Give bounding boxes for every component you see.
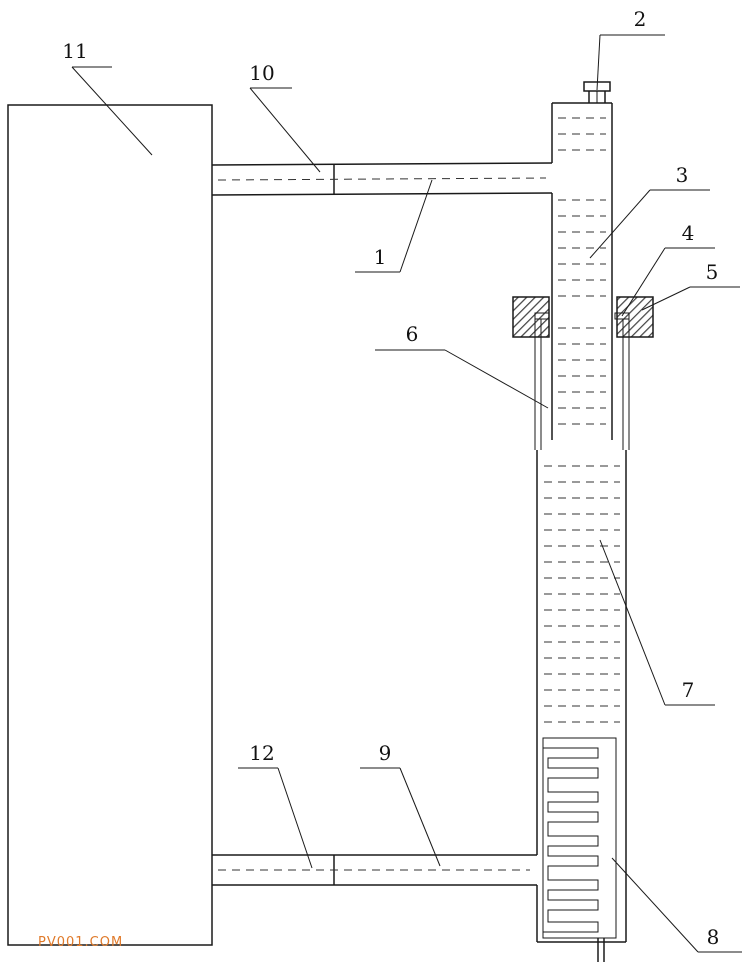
column-7 <box>536 450 627 943</box>
heater-8 <box>542 737 617 962</box>
label-9: 9 <box>379 741 392 765</box>
label-1: 1 <box>374 245 387 269</box>
vertical-tube-3 <box>551 102 613 440</box>
tube-fill-dashes <box>558 117 606 425</box>
label-6: 6 <box>406 322 419 346</box>
label-11: 11 <box>62 39 87 63</box>
column-fill-dashes <box>544 465 620 723</box>
label-12: 12 <box>249 741 274 765</box>
label-5: 5 <box>706 260 719 284</box>
label-10: 10 <box>249 61 274 85</box>
vessel-11 <box>7 104 213 946</box>
lower-pipe <box>212 854 537 886</box>
sleeve-6 <box>534 312 630 450</box>
clamp-block-left <box>512 296 550 338</box>
label-8: 8 <box>707 925 720 949</box>
upper-pipe <box>211 162 553 196</box>
clamp-block-right <box>616 296 654 338</box>
leader-lines <box>71 34 742 953</box>
label-2: 2 <box>634 7 647 31</box>
watermark: PV001.COM <box>38 935 123 950</box>
label-3: 3 <box>676 163 689 187</box>
label-4: 4 <box>682 221 695 245</box>
label-7: 7 <box>682 678 695 702</box>
